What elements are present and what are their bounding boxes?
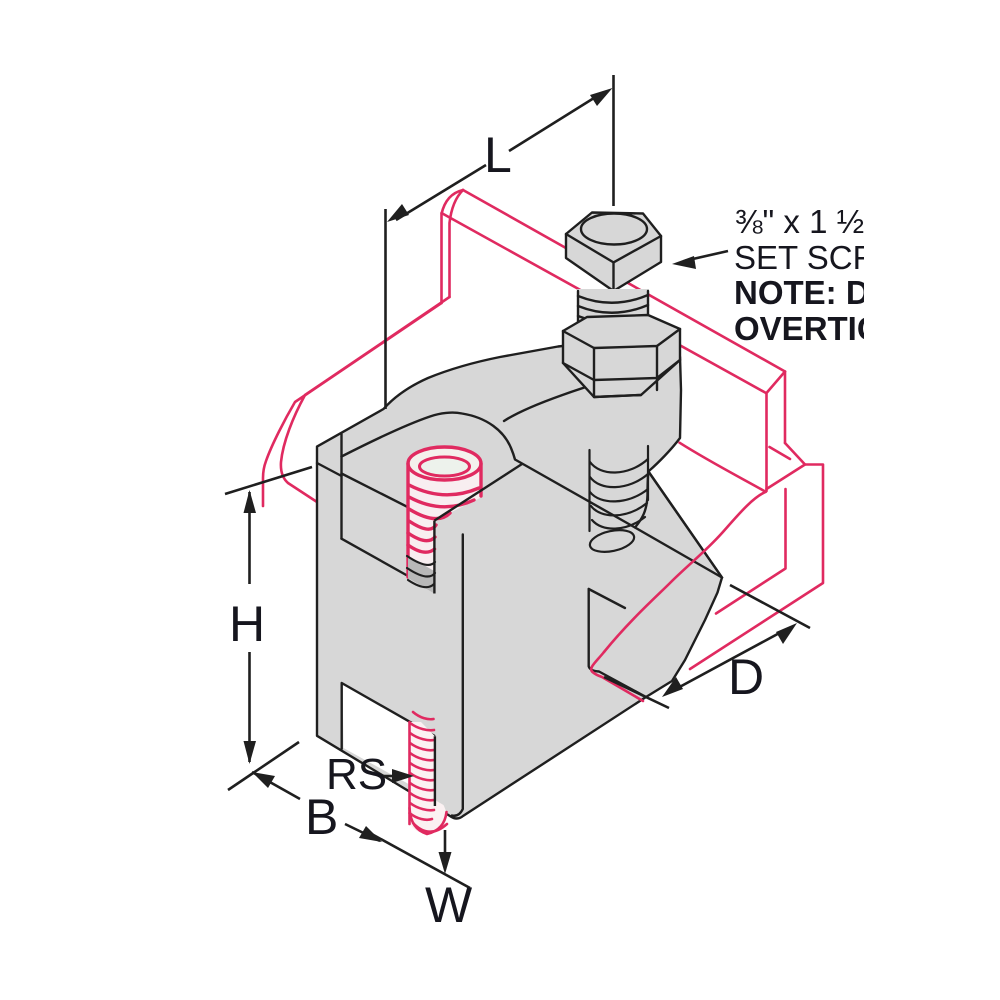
svg-text:W: W [425,877,473,933]
svg-text:B: B [305,789,338,845]
svg-text:L: L [484,127,512,183]
svg-text:D: D [728,649,764,705]
svg-text:RS: RS [326,750,387,799]
svg-text:⅜" x 1 ½": ⅜" x 1 ½" [735,203,876,240]
svg-text:H: H [229,596,265,652]
